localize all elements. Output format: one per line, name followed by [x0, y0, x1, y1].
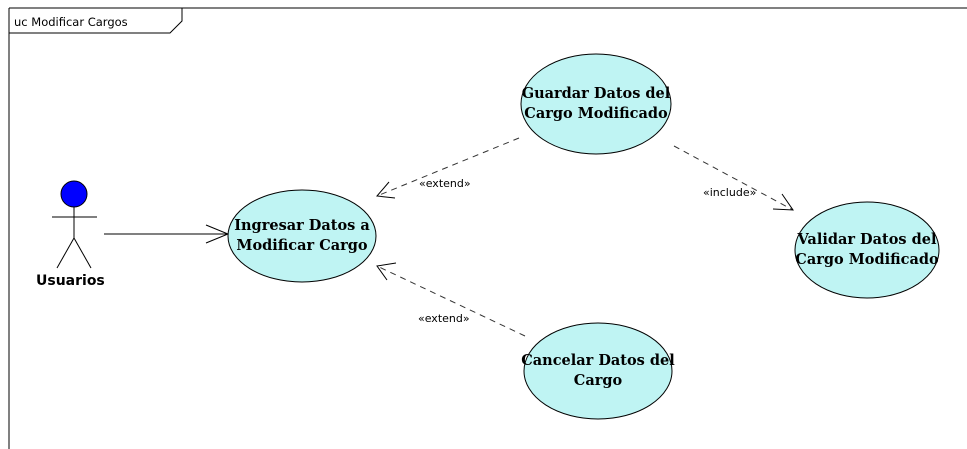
diagram-frame: uc Modificar Cargos [8, 7, 967, 449]
actor-head [60, 180, 88, 208]
extend-guardar-ingresar: «extend» [376, 137, 520, 199]
use-case-ingresar-line2: Modificar Cargo [236, 237, 368, 254]
use-case-ingresar-datos[interactable]: Ingresar Datos a Modificar Cargo [227, 189, 377, 283]
actor-left-leg [56, 237, 75, 269]
use-case-cancelar-datos[interactable]: Cancelar Datos del Cargo [521, 322, 675, 420]
extend-cancelar-ingresar: «extend» [376, 262, 526, 337]
use-case-validar-line1: Validar Datos del [797, 231, 937, 248]
use-case-cancelar-line2: Cargo [574, 372, 623, 389]
association-actor-ingresar [104, 224, 230, 244]
include-label: «include» [703, 186, 756, 199]
use-case-guardar-line1: Guardar Datos del [522, 85, 671, 102]
use-case-validar-line2: Cargo Modificado [795, 251, 939, 268]
include-guardar-validar: «include» [673, 145, 794, 211]
use-case-cancelar-line1: Cancelar Datos del [521, 352, 675, 369]
use-case-guardar-datos[interactable]: Guardar Datos del Cargo Modificado [520, 53, 672, 155]
use-case-guardar-line2: Cargo Modificado [524, 105, 668, 122]
extend-label-2: «extend» [418, 312, 470, 325]
use-case-ingresar-line1: Ingresar Datos a [234, 217, 370, 234]
frame-title: uc Modificar Cargos [14, 15, 128, 29]
actor-usuarios[interactable]: Usuarios [36, 180, 105, 289]
use-case-validar-datos[interactable]: Validar Datos del Cargo Modificado [794, 201, 940, 299]
actor-right-leg [73, 237, 92, 269]
actor-name: Usuarios [36, 273, 105, 289]
extend-label-1: «extend» [419, 177, 471, 190]
